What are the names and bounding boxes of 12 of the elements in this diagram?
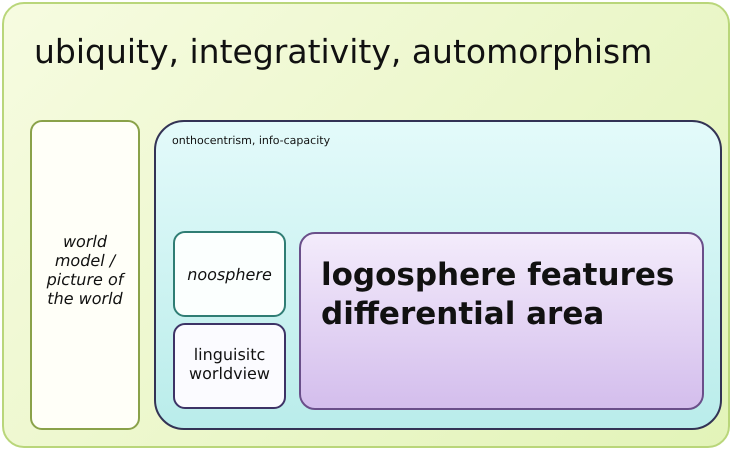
panel-heading: onthocentrism, info-capacity [172, 134, 330, 147]
process-box [173, 231, 286, 317]
highlight-box [299, 232, 704, 410]
node-label: logosphere features differential area [321, 256, 676, 334]
side-panel [30, 120, 140, 430]
node-label: linguisitc worldview [188, 345, 271, 383]
process-box [173, 323, 286, 409]
node-label: noosphere [186, 265, 273, 284]
inner-panel [154, 120, 722, 430]
node-label: world model / picture of the world [46, 232, 126, 308]
title-text: ubiquity, integrativity, automorphism [34, 32, 652, 71]
outer-panel [2, 2, 730, 448]
